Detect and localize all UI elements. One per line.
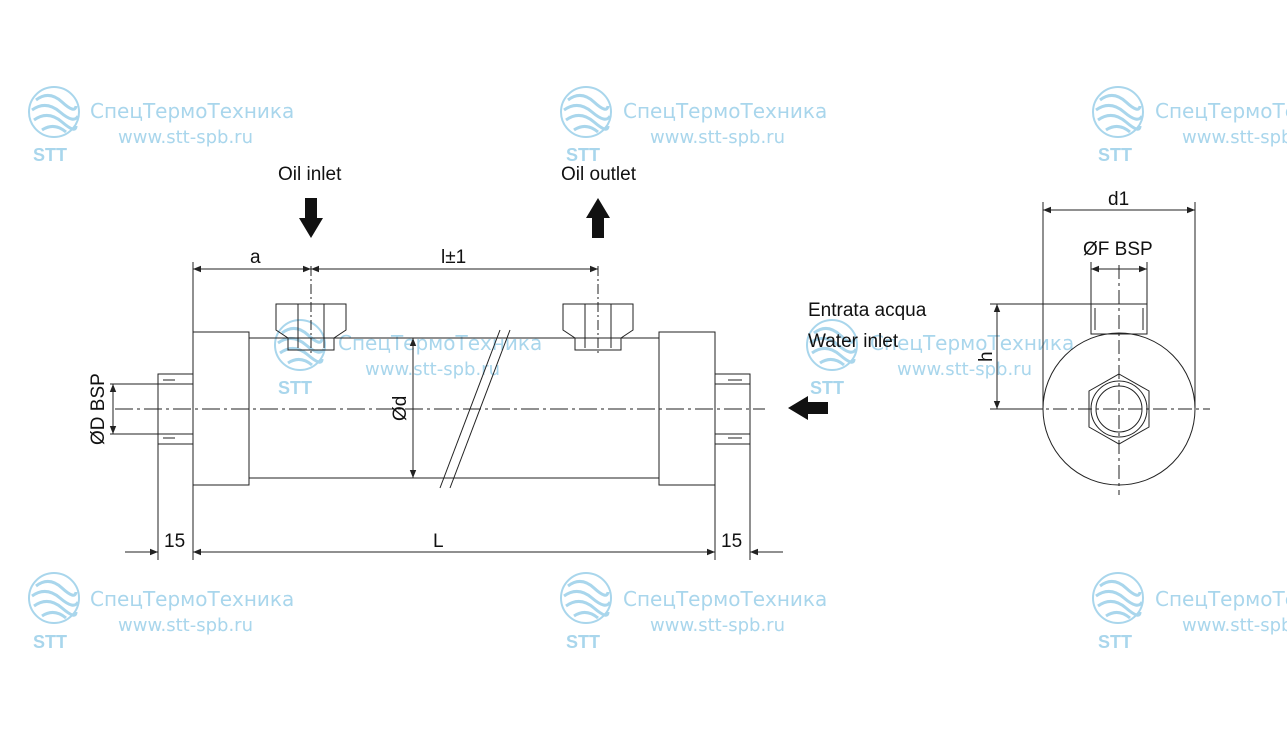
stt-logo-icon — [1091, 571, 1145, 625]
wm-logo-text: STT — [1098, 145, 1132, 165]
oil-inlet-arrow-icon — [299, 198, 323, 238]
stt-logo-icon — [1091, 85, 1145, 139]
wm-company: СпецТермоТехника — [623, 99, 827, 123]
stt-logo-icon — [27, 571, 81, 625]
wm-logo-text: STT — [810, 378, 844, 398]
watermark-top-center: STT СпецТермоТехника www.stt-spb.ru — [559, 85, 827, 165]
dim-d-label: Ød — [390, 396, 411, 421]
wm-url: www.stt-spb.ru — [650, 615, 785, 636]
oil-inlet-fitting — [275, 303, 347, 351]
wm-url: www.stt-spb.ru — [1182, 127, 1287, 148]
oil-inlet-label: Oil inlet — [278, 164, 342, 185]
end-view — [990, 202, 1210, 495]
wm-url: www.stt-spb.ru — [650, 127, 785, 148]
wm-logo-text: STT — [566, 632, 600, 652]
watermark-bottom-center: STT СпецТермоТехника www.stt-spb.ru — [559, 571, 827, 652]
watermark-mid-left: STT СпецТермоТехника www.stt-spb.ru — [273, 318, 542, 398]
wm-logo-text: STT — [33, 145, 67, 165]
wm-company: СпецТермоТехника — [1155, 99, 1287, 123]
dim-h-label: h — [976, 351, 997, 362]
dim-L-label: L — [433, 531, 444, 552]
dim-15-left-label: 15 — [164, 531, 185, 552]
wm-url: www.stt-spb.ru — [897, 359, 1032, 380]
oil-outlet-label: Oil outlet — [561, 164, 637, 185]
stt-logo-icon — [559, 85, 613, 139]
watermark-bottom-left: STT СпецТермоТехника www.stt-spb.ru — [27, 571, 294, 652]
dim-F-bsp-label: ØF BSP — [1083, 239, 1153, 260]
stt-logo-icon — [559, 571, 613, 625]
oil-outlet-fitting — [562, 303, 634, 351]
wm-company: СпецТермоТехника — [1155, 587, 1287, 611]
side-view — [115, 266, 765, 489]
watermark-top-left: STT СпецТермоТехника www.stt-spb.ru — [27, 85, 294, 165]
watermark-top-right: STT СпецТермоТехника www.stt-spb.ru — [1091, 85, 1287, 165]
wm-company: СпецТермоТехника — [870, 331, 1074, 355]
dim-D-bsp-label: ØD BSP — [88, 373, 109, 445]
wm-logo-text: STT — [278, 378, 312, 398]
wm-company: СпецТермоТехника — [90, 99, 294, 123]
water-inlet-en-label: Water inlet — [808, 331, 899, 352]
wm-url: www.stt-spb.ru — [365, 359, 500, 380]
dim-a-label: a — [250, 247, 261, 268]
dim-l-label: l±1 — [441, 247, 466, 268]
oil-outlet-arrow-icon — [586, 198, 610, 238]
wm-logo-text: STT — [33, 632, 67, 652]
flow-arrows — [299, 198, 828, 420]
dim-15-right-label: 15 — [721, 531, 742, 552]
dim-d1-label: d1 — [1108, 189, 1129, 210]
stt-logo-icon — [27, 85, 81, 139]
wm-company: СпецТермоТехника — [90, 587, 294, 611]
wm-url: www.stt-spb.ru — [118, 615, 253, 636]
wm-logo-text: STT — [1098, 632, 1132, 652]
wm-url: www.stt-spb.ru — [1182, 615, 1287, 636]
watermark-bottom-right: STT СпецТермоТехника www.stt-spb.ru — [1091, 571, 1287, 652]
wm-url: www.stt-spb.ru — [118, 127, 253, 148]
wm-company: СпецТермоТехника — [338, 331, 542, 355]
stt-logo-icon — [273, 318, 327, 372]
side-view-dimensions — [109, 262, 783, 560]
right-water-connection — [714, 373, 751, 445]
water-inlet-it-label: Entrata acqua — [808, 300, 927, 321]
water-inlet-arrow-icon — [788, 396, 828, 420]
wm-company: СпецТермоТехника — [623, 587, 827, 611]
wm-logo-text: STT — [566, 145, 600, 165]
